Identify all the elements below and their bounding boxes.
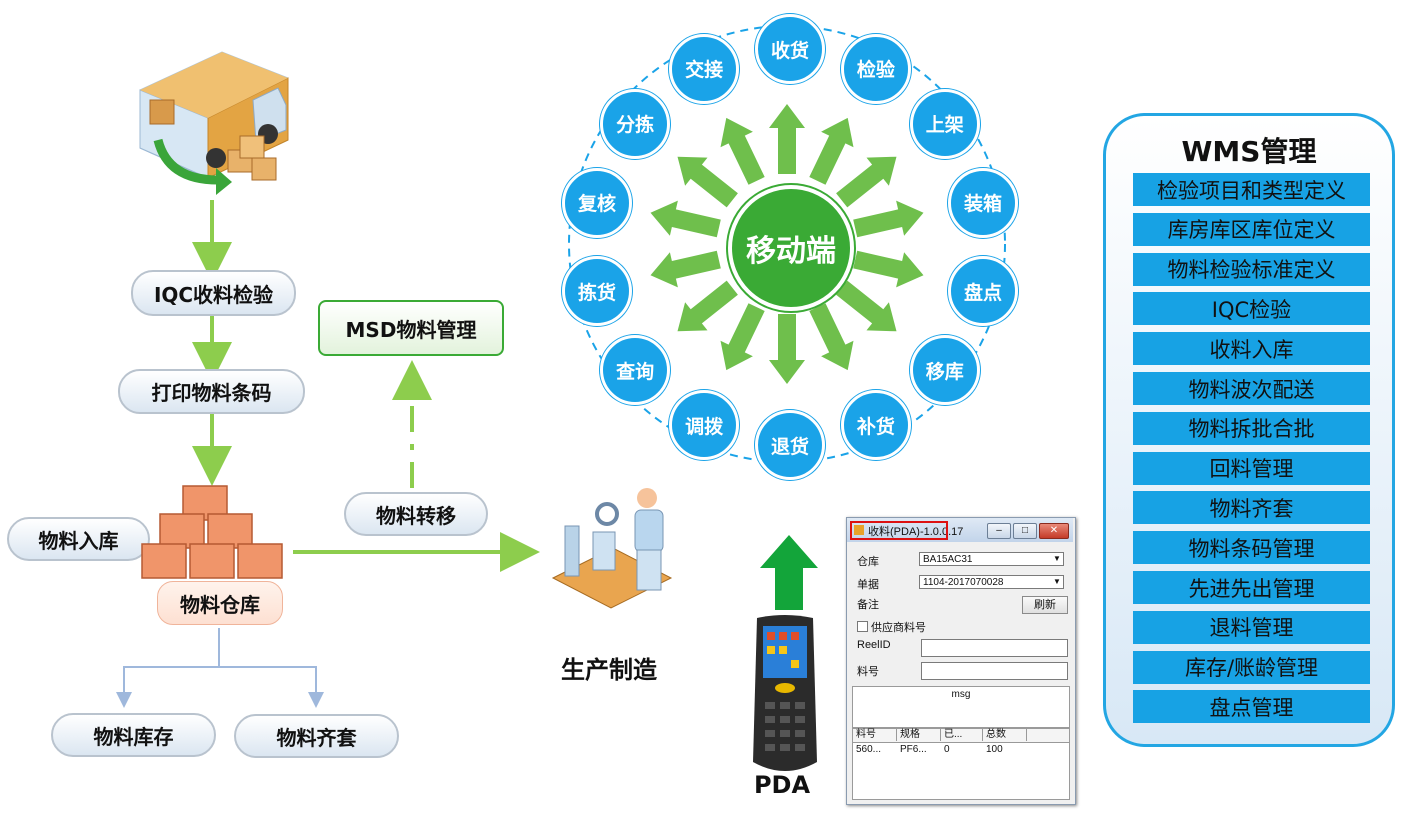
chevron-down-icon: ▼	[1053, 577, 1061, 586]
mobile-ray-arrow	[650, 250, 721, 288]
mobile-diagram: 移动端 收货检验上架装箱盘点移库补货退货调拨查询 拣货 复核 分拣交接	[550, 8, 1020, 480]
mobile-ray-arrow	[809, 117, 854, 185]
mobile-op-node: 检验	[840, 33, 911, 104]
doc-select[interactable]: 1104-2017070028▼	[919, 575, 1064, 589]
iqc-node: IQC收料检验	[131, 270, 296, 316]
mobile-center: 移动端	[728, 185, 854, 311]
result-table: 料号 规格 已... 总数 560... PF6... 0 100	[852, 728, 1070, 800]
wms-item[interactable]: 退料管理	[1133, 610, 1370, 644]
part-input[interactable]	[921, 662, 1068, 680]
wms-panel: WMS管理 检验项目和类型定义库房库区库位定义物料检验标准定义 IQC检验收料入库…	[1103, 113, 1395, 747]
table-row[interactable]: 560... PF6... 0 100	[853, 744, 1069, 756]
refresh-button[interactable]: 刷新	[1022, 596, 1068, 614]
mobile-ray-arrow	[853, 250, 924, 288]
title-highlight	[850, 521, 948, 540]
table-header: 料号 规格 已... 总数	[853, 729, 1069, 743]
mobile-ray-arrow	[769, 314, 805, 384]
mobile-op-node: 补货	[840, 390, 911, 461]
reelid-input[interactable]	[921, 639, 1068, 657]
maximize-button[interactable]: □	[1013, 523, 1037, 539]
truck-illustration	[139, 51, 289, 195]
mobile-op-node: 装箱	[948, 167, 1019, 238]
wms-item[interactable]: 回料管理	[1133, 451, 1370, 485]
mobile-ray-arrow	[836, 156, 897, 208]
kitting-node: 物料齐套	[234, 714, 399, 758]
mobile-op-node: 查询	[600, 335, 671, 406]
inventory-node: 物料库存	[51, 713, 216, 757]
warehouse-label: 仓库	[857, 556, 879, 568]
wms-item[interactable]: 盘点管理	[1133, 690, 1370, 724]
inbound-node: 物料入库	[7, 517, 150, 561]
wms-item[interactable]: 库房库区库位定义	[1133, 212, 1370, 246]
wms-item[interactable]: 检验项目和类型定义	[1133, 173, 1370, 206]
print-barcode-node: 打印物料条码	[118, 369, 305, 414]
warehouse-boxes-icon	[141, 485, 283, 579]
col-header[interactable]: 料号	[853, 729, 897, 741]
pda-window: 收料(PDA)-1.0.0.17 – □ ✕ 仓库 BA15AC31▼ 单据 1…	[846, 517, 1076, 805]
chevron-down-icon: ▼	[1053, 554, 1061, 563]
close-button[interactable]: ✕	[1039, 523, 1069, 539]
part-label: 料号	[857, 666, 879, 678]
table-cell: 560...	[856, 744, 882, 755]
msg-area: msg	[852, 686, 1070, 728]
transfer-node: 物料转移	[344, 492, 488, 536]
supplier-checkbox[interactable]	[857, 621, 868, 632]
mobile-ray-arrow	[769, 104, 805, 174]
production-worker-icon	[551, 488, 673, 609]
mobile-op-node: 移库	[909, 335, 980, 406]
minimize-button[interactable]: –	[987, 523, 1011, 539]
mobile-op-node: 上架	[909, 88, 980, 159]
table-cell: 0	[944, 744, 950, 755]
production-label: 生产制造	[561, 656, 657, 684]
mobile-ray-arrow	[720, 117, 765, 185]
pda-up-arrow	[760, 535, 818, 610]
wms-item[interactable]: IQC检验	[1133, 292, 1370, 326]
table-cell: 100	[986, 744, 1003, 755]
supplier-label: 供应商料号	[871, 622, 926, 634]
pda-label: PDA	[753, 771, 811, 799]
msg-text: msg	[951, 689, 971, 700]
mobile-op-node: 交接	[669, 33, 740, 104]
wms-item[interactable]: 库存/账龄管理	[1133, 650, 1370, 684]
mobile-ray-arrow	[650, 200, 721, 238]
wms-title: WMS管理	[1181, 135, 1317, 168]
table-cell: PF6...	[900, 744, 927, 755]
col-header[interactable]: 已...	[941, 729, 983, 741]
mobile-ray-arrow	[853, 200, 924, 238]
col-header[interactable]: 规格	[897, 729, 941, 741]
reelid-label: ReelID	[857, 639, 891, 651]
branch-to-inventory	[116, 628, 220, 708]
mobile-op-node: 拣货	[561, 256, 632, 327]
wms-item[interactable]: 物料检验标准定义	[1133, 252, 1370, 286]
branch-to-kitting	[219, 666, 324, 708]
mobile-op-node: 盘点	[948, 256, 1019, 327]
warehouse-select[interactable]: BA15AC31▼	[919, 552, 1064, 566]
mobile-op-node: 收货	[755, 14, 825, 84]
wms-item[interactable]: 物料齐套	[1133, 491, 1370, 525]
window-title: 收料(PDA)-1.0.0.17	[868, 526, 964, 538]
mobile-op-node: 退货	[755, 410, 825, 480]
mobile-op-node: 调拨	[669, 390, 740, 461]
doc-label: 单据	[857, 579, 879, 591]
wms-item[interactable]: 物料波次配送	[1133, 372, 1370, 405]
mobile-ray-arrow	[677, 280, 738, 332]
mobile-op-node: 复核	[561, 167, 632, 238]
pda-device-icon	[753, 615, 817, 771]
mobile-ray-arrow	[809, 303, 854, 371]
warehouse-node: 物料仓库	[157, 581, 283, 625]
mobile-ray-arrow	[720, 303, 765, 371]
mobile-ray-arrow	[836, 280, 897, 332]
app-icon	[854, 525, 864, 535]
col-header[interactable]: 总数	[983, 729, 1027, 741]
msd-node: MSD物料管理	[318, 300, 504, 356]
window-titlebar: 收料(PDA)-1.0.0.17 – □ ✕	[847, 518, 1073, 542]
wms-item[interactable]: 物料拆批合批	[1133, 411, 1370, 445]
wms-item[interactable]: 物料条码管理	[1133, 531, 1370, 565]
wms-item[interactable]: 收料入库	[1133, 332, 1370, 366]
mobile-op-node: 分拣	[600, 88, 671, 159]
wms-item[interactable]: 先进先出管理	[1133, 571, 1370, 604]
note-label: 备注	[857, 599, 879, 611]
mobile-ray-arrow	[677, 156, 738, 208]
